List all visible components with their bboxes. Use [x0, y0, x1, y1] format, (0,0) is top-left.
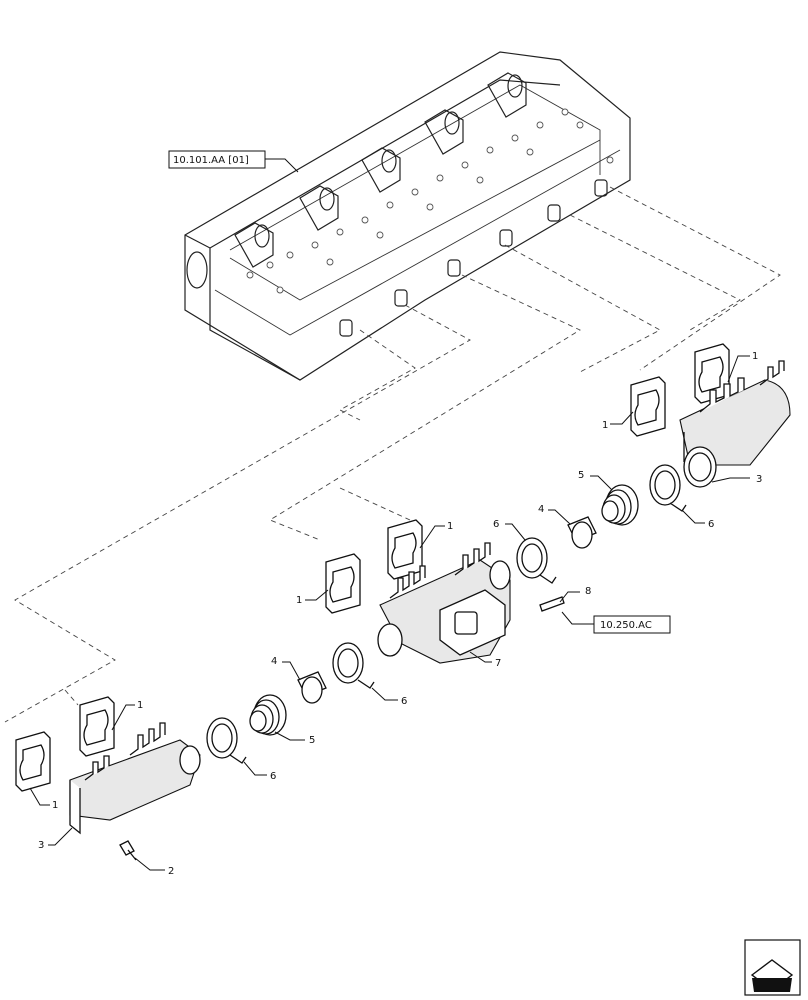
- right-manifold-end: [679, 360, 791, 488]
- callout-1-b: 1: [602, 420, 608, 431]
- left-manifold-end: [69, 722, 201, 835]
- callout-1-f: 1: [52, 800, 58, 811]
- left-gasket-upper: [79, 696, 115, 757]
- callout-3-a: 3: [756, 474, 762, 485]
- callout-6-b: 6: [493, 519, 499, 530]
- center-sleeve: [297, 671, 327, 704]
- assembly-lines: [4, 186, 781, 723]
- center-clamp-lower: [332, 642, 375, 689]
- callout-4-b: 4: [271, 656, 277, 667]
- head-holes: [246, 108, 614, 294]
- callout-7: 7: [495, 658, 501, 669]
- cylinder-head: [184, 51, 631, 381]
- screw: [119, 840, 137, 861]
- callout-1-c: 1: [447, 521, 453, 532]
- turbo-reference[interactable]: 10.250.AC: [561, 611, 671, 634]
- callout-6-a: 6: [708, 519, 714, 530]
- callout-5-a: 5: [578, 470, 584, 481]
- callouts: 1 1 1 1 1 1 2 3 3 4 4 5 5 6 6 6: [29, 351, 762, 877]
- callout-4-a: 4: [538, 504, 544, 515]
- cam-towers: [234, 72, 527, 268]
- right-bellows: [601, 484, 639, 526]
- callout-6-c: 6: [401, 696, 407, 707]
- turbo-reference-label: 10.250.AC: [600, 620, 652, 631]
- right-clamp: [649, 464, 687, 512]
- center-manifold: [377, 542, 511, 664]
- left-clamp: [206, 717, 247, 764]
- center-clamp-upper: [516, 537, 557, 584]
- callout-8: 8: [585, 586, 591, 597]
- engine-reference[interactable]: 10.101.AA [01]: [168, 150, 299, 173]
- center-gasket-upper: [387, 519, 423, 580]
- callout-1-a: 1: [752, 351, 758, 362]
- callout-5-b: 5: [309, 735, 315, 746]
- right-sleeve: [567, 516, 597, 549]
- navigation-arrow-icon[interactable]: [744, 939, 801, 996]
- stud: [539, 596, 565, 612]
- callout-6-d: 6: [270, 771, 276, 782]
- exhaust-ports: [339, 179, 608, 337]
- callout-1-d: 1: [296, 595, 302, 606]
- callout-2: 2: [168, 866, 174, 877]
- left-gasket-lower: [15, 731, 51, 792]
- center-gasket-lower: [325, 553, 361, 614]
- callout-3-b: 3: [38, 840, 44, 851]
- left-bellows: [249, 694, 287, 736]
- engine-reference-label: 10.101.AA [01]: [173, 155, 249, 166]
- right-gasket-lower: [630, 376, 666, 437]
- callout-1-e: 1: [137, 700, 143, 711]
